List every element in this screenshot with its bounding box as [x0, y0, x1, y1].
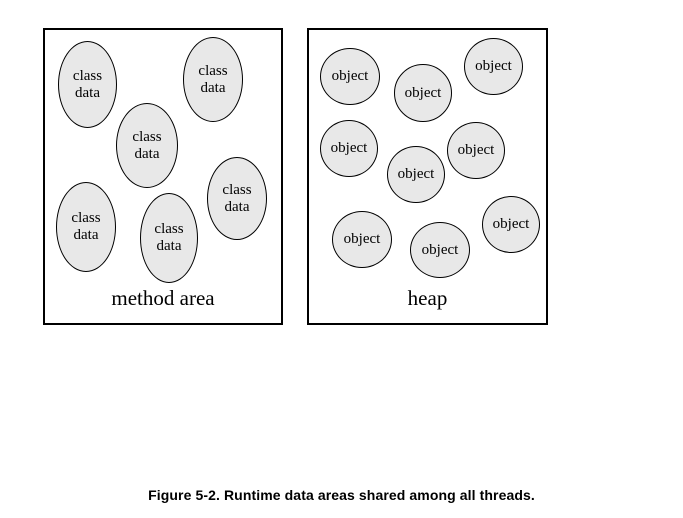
- heap-node: object: [387, 146, 445, 203]
- node-label-line1: object: [475, 58, 512, 75]
- node-label-line1: object: [421, 241, 459, 258]
- heap-node: object: [410, 222, 470, 278]
- node-label-line1: class: [132, 128, 162, 145]
- node-label-line1: object: [397, 166, 435, 183]
- heap-node: object: [320, 120, 378, 177]
- node-label-line2: data: [200, 79, 226, 96]
- figure-caption: Figure 5-2. Runtime data areas shared am…: [148, 487, 535, 503]
- node-label-line2: data: [73, 227, 99, 243]
- heap-label: heap: [407, 286, 448, 310]
- method-area-label: method area: [111, 286, 215, 310]
- heap-node: object: [464, 38, 523, 95]
- node-label-line1: object: [330, 140, 368, 157]
- node-label-line2: data: [75, 84, 100, 101]
- node-label-line2: data: [224, 198, 250, 215]
- heap-node: object: [447, 122, 505, 179]
- node-label-line1: class: [222, 181, 252, 198]
- heap-node: object: [394, 64, 452, 122]
- node-label-line1: class: [72, 67, 103, 84]
- node-label-line1: object: [404, 84, 442, 101]
- heap-node: object: [482, 196, 540, 253]
- heap-node: object: [320, 48, 380, 105]
- node-label-line2: data: [134, 145, 160, 162]
- node-label-line1: class: [71, 210, 101, 227]
- node-label-line1: object: [457, 142, 495, 159]
- node-label-line1: object: [331, 68, 369, 85]
- node-label-line1: object: [492, 216, 530, 233]
- node-label-line2: data: [156, 238, 182, 254]
- heap-node: object: [332, 211, 392, 268]
- node-label-line1: class: [198, 62, 228, 79]
- node-label-line1: class: [154, 221, 184, 238]
- node-label-line1: object: [343, 231, 381, 248]
